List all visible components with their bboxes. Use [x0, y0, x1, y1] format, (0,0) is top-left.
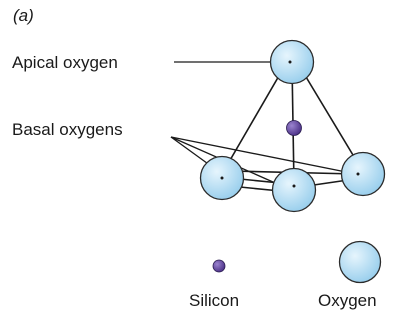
- basal-oxygen-front-nucleus: [292, 184, 296, 188]
- callout-leaders: [170, 61, 357, 187]
- basal-oxygen-right-nucleus: [356, 172, 360, 176]
- apical-oxygen-nucleus: [288, 60, 292, 64]
- basal-leader-3: [170, 136, 357, 175]
- basal-oxygens-label: Basal oxygens: [12, 120, 123, 139]
- basal-oxygen-right-atom: [340, 151, 386, 197]
- apical-oxygen-label: Apical oxygen: [12, 53, 118, 72]
- atoms: [199, 39, 386, 213]
- silicon-atom: [286, 120, 302, 136]
- edge-apex-left: [221, 61, 288, 175]
- basal-oxygen-front-atom: [271, 167, 317, 213]
- panel-label: (a): [13, 6, 34, 25]
- legend-oxygen-label: Oxygen: [318, 291, 377, 310]
- legend-silicon-swatch: [212, 259, 226, 273]
- legend-oxygen-swatch: [338, 240, 382, 284]
- basal-oxygen-left-nucleus: [220, 176, 224, 180]
- edge-apex-right: [296, 61, 363, 171]
- apical-oxygen-atom: [269, 39, 315, 85]
- legend: Silicon Oxygen: [189, 240, 382, 310]
- legend-silicon-label: Silicon: [189, 291, 239, 310]
